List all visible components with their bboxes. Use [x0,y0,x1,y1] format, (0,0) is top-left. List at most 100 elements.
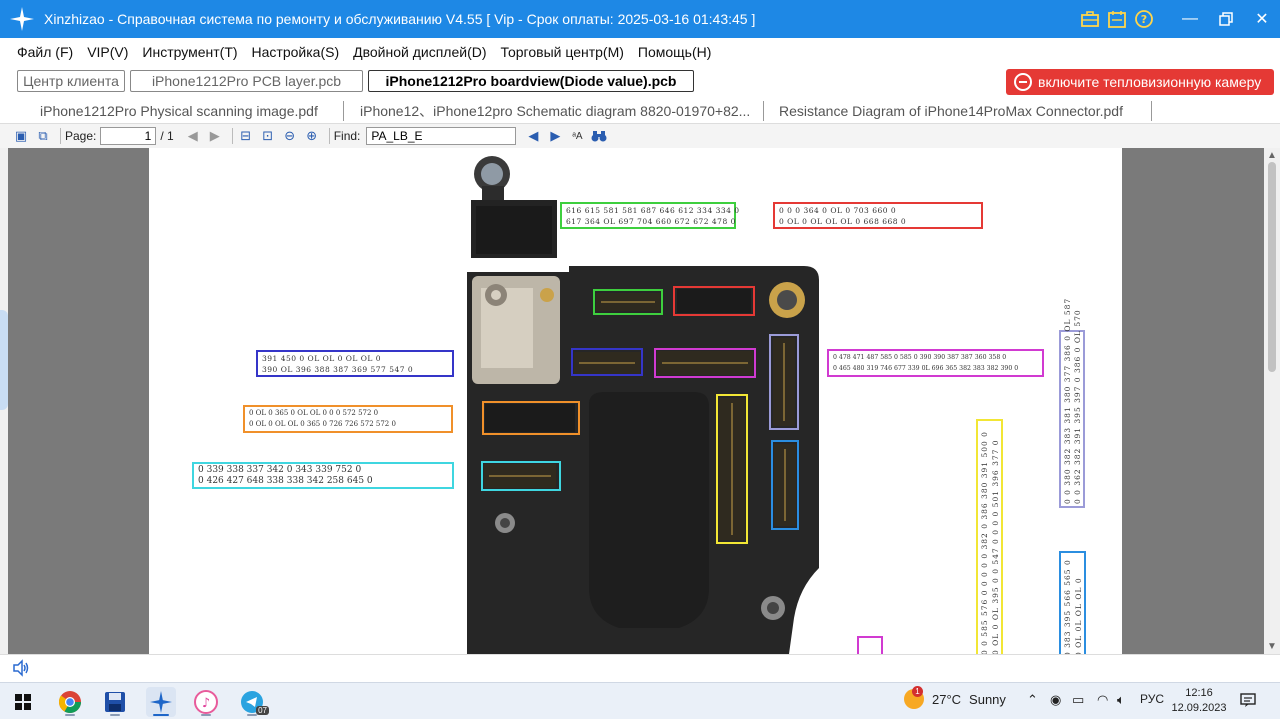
tab-divider [763,101,764,121]
connector-marker-green [593,289,663,315]
title-bar: Xinzhizao - Справочная система по ремонт… [0,0,1280,38]
resistance-table-orange: 0 OL 0 365 0 OL OL 0 0 0 572 572 0 0 OL … [243,405,453,433]
save-copy-icon[interactable]: ▣ [14,128,28,143]
weather-badge: 1 [912,686,923,697]
tab-resistance-diagram[interactable]: Resistance Diagram of iPhone14ProMax Con… [779,103,1123,119]
xinzhizao-taskbar-icon[interactable] [146,687,176,717]
chevron-up-icon[interactable]: ⌃ [1027,692,1038,707]
vertical-scrollbar[interactable]: ▲ ▼ [1264,148,1280,654]
speaker-icon[interactable] [12,659,30,682]
windows-start-icon[interactable] [8,687,38,717]
resistance-column: 0 0 380 382 383 381 380 377 386 0 OL 587 [1063,297,1072,504]
telegram-badge: 07 [256,706,269,715]
resistance-row: 391 450 0 OL OL 0 OL OL 0 [262,353,382,363]
thermal-camera-label: включите тепловизионную камеру [1038,74,1262,90]
save-disk-icon[interactable] [100,687,130,717]
thermal-camera-button[interactable]: включите тепловизионную камеру [1006,69,1274,95]
weather-condition: Sunny [969,691,1006,707]
resistance-row: 0 339 338 337 342 0 343 339 752 0 [198,464,362,475]
document-viewer[interactable]: 616 615 581 581 687 646 612 334 334 0 61… [8,148,1264,654]
tab-client-center[interactable]: Центр клиента [17,70,125,92]
menu-file[interactable]: Файл (F) [17,44,74,60]
system-clock[interactable]: 12:16 12.09.2023 [1168,686,1230,716]
fit-width-icon[interactable]: ⊟ [240,128,252,143]
tab-boardview-diode[interactable]: iPhone1212Pro boardview(Diode value).pcb [368,70,694,92]
wifi-icon[interactable]: ◠ [1097,692,1109,707]
resistance-column: 0 0 585 576 0 0 0 0 0 382 0 386 380 391 … [980,431,989,654]
resistance-row: 0 0 0 364 0 OL 0 703 660 0 [779,205,897,215]
copy-page-icon[interactable]: ⧉ [38,128,48,143]
menu-bar: Файл (F) VIP(V) Инструмент(T) Настройка(… [0,38,1280,66]
weather-temperature: 27°C [932,691,962,707]
scroll-down-icon[interactable]: ▼ [1267,641,1277,652]
help-icon[interactable]: ? [1133,8,1155,30]
tab-pcb-layer[interactable]: iPhone1212Pro PCB layer.pcb [130,70,363,92]
connector-marker-orange [482,401,580,435]
connector-marker-cyan [481,461,561,491]
itunes-icon[interactable]: ♪ [191,687,221,717]
binoculars-icon[interactable] [590,127,608,145]
find-next-icon[interactable]: ▶ [550,128,561,143]
menu-settings[interactable]: Настройка(S) [251,44,340,60]
next-page-icon[interactable]: ▶ [209,128,220,143]
toolbar-divider [60,128,61,144]
resistance-table-magenta: 0 478 471 487 585 0 585 0 390 390 387 38… [827,349,1044,377]
tab-schematic[interactable]: iPhone12、iPhone12pro Schematic diagram 8… [360,103,751,119]
resistance-table-cyan: 0 339 338 337 342 0 343 339 752 0 0 426 … [192,462,454,489]
windows-taskbar: ♪ 07 1 27°C Sunny ⌃ ◉ ▭ ◠ 🔈︎ РУС 12:16 1… [0,682,1280,719]
main-tab-strip: Центр клиента iPhone1212Pro PCB layer.pc… [0,66,1280,98]
clock-time: 12:16 [1185,687,1213,699]
resistance-row: 0 OL 0 365 0 OL OL 0 0 0 572 572 0 [249,409,379,417]
menu-help[interactable]: Помощь(H) [637,44,712,60]
connector-marker-red [673,286,755,316]
chrome-icon[interactable] [55,687,85,717]
zoom-in-icon[interactable]: ⊕ [306,128,318,143]
resistance-column: 0 OL 0L OL OL 0 [1074,577,1083,654]
match-case-icon[interactable]: ᵃA [572,130,583,142]
connector-marker-blue [571,348,643,376]
menu-shop[interactable]: Торговый центр(M) [500,44,624,60]
telegram-icon[interactable]: 07 [237,687,269,717]
board-photo [467,156,819,654]
connector-marker-yellow [716,394,748,544]
minimize-button[interactable]: — [1182,10,1198,27]
window-title: Xinzhizao - Справочная система по ремонт… [44,11,756,27]
resistance-table-red: 0 0 0 364 0 OL 0 703 660 0 0 OL 0 OL OL … [773,202,983,229]
restore-button[interactable] [1208,0,1244,38]
scroll-up-icon[interactable]: ▲ [1267,150,1277,161]
previous-page-icon[interactable]: ◀ [187,128,198,143]
resistance-row: 0 OL 0 OL OL 0 365 0 726 726 572 572 0 [249,420,396,428]
notifications-icon[interactable] [1240,692,1256,711]
pdf-toolbar: ▣ ⧉ Page: / 1 ◀ ▶ ⊟ ⊡ ⊖ ⊕ Find: ◀ ▶ ᵃA [0,124,1280,148]
language-indicator[interactable]: РУС [1140,692,1165,706]
page-input[interactable] [100,127,157,145]
tab-physical-scan[interactable]: iPhone1212Pro Physical scanning image.pd… [40,103,318,119]
menu-tools[interactable]: Инструмент(T) [142,44,238,60]
weather-widget[interactable]: 1 27°C Sunny [904,686,1006,709]
find-previous-icon[interactable]: ◀ [528,128,539,143]
battery-icon[interactable]: ▭ [1072,692,1085,707]
menu-vip[interactable]: VIP(V) [87,44,129,60]
meet-icon[interactable]: ◉ [1050,692,1062,707]
resistance-table-pink-small [857,636,883,654]
volume-icon[interactable]: 🔈︎ [1117,692,1125,707]
svg-text:♪: ♪ [202,696,210,711]
zoom-out-icon[interactable]: ⊖ [284,128,296,143]
resistance-row: 0 465 480 319 746 677 339 0L 696 365 382… [833,365,1019,372]
connector-marker-magenta [654,348,756,378]
resistance-table-yellow: 0 0 585 576 0 0 0 0 0 382 0 386 380 391 … [976,419,1003,654]
svg-text:?: ? [1141,13,1147,26]
briefcase-icon[interactable] [1079,8,1101,30]
menu-dual-display[interactable]: Двойной дисплей(D) [353,44,487,60]
side-panel-handle[interactable] [0,310,8,410]
calendar-icon[interactable] [1106,8,1128,30]
close-button[interactable]: ✕ [1255,11,1269,28]
clock-date: 12.09.2023 [1171,702,1227,714]
find-input[interactable] [366,127,517,145]
scrollbar-thumb[interactable] [1268,162,1276,372]
sun-icon: 1 [904,686,924,709]
fit-page-icon[interactable]: ⊡ [262,128,274,143]
connector-marker-blue2 [771,440,799,530]
app-logo-icon [0,0,44,38]
page-total: / 1 [160,129,174,143]
